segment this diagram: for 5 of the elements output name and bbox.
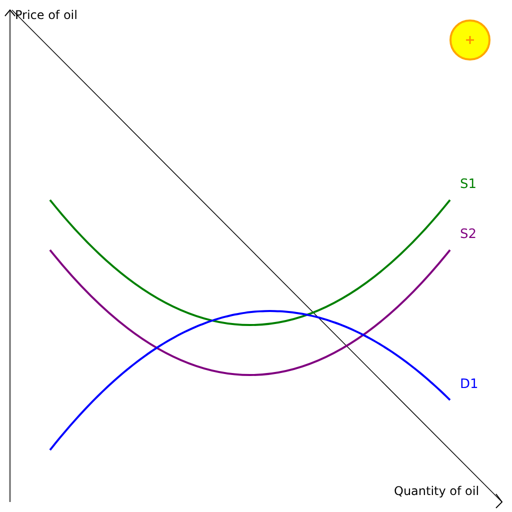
axis-title: Price of oil — [15, 8, 78, 22]
curve-label: D1 — [460, 377, 478, 393]
axis-title: Quantity of oil — [394, 484, 480, 498]
curve-label: S1 — [460, 177, 477, 193]
curve-label: S2 — [460, 227, 477, 243]
